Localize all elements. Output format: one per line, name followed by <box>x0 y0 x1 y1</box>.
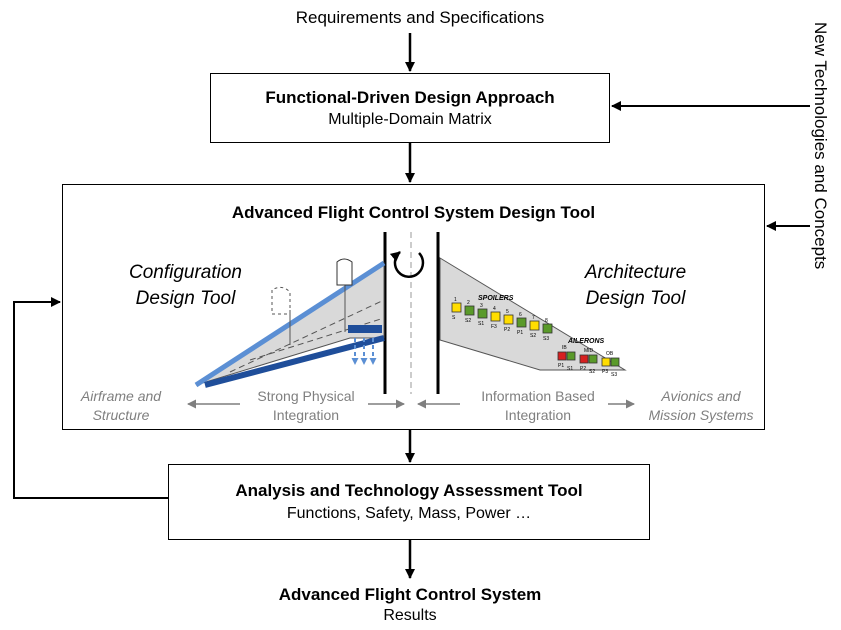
spoiler-code: S3 <box>543 336 549 342</box>
left-wing-illustration <box>194 258 386 388</box>
configuration-design-tool-label: Configuration Design Tool <box>128 262 243 309</box>
spoiler-panel <box>542 323 553 334</box>
spoiler-number: 1 <box>454 297 457 303</box>
functional-design-subtitle: Multiple-Domain Matrix <box>328 111 492 128</box>
aileron-code: S3 <box>611 372 617 378</box>
aileron-label: OB <box>606 351 614 357</box>
aileron-panel <box>557 351 567 361</box>
functional-design-title: Functional-Driven Design Approach <box>265 88 555 107</box>
spoiler-number: 2 <box>467 300 470 306</box>
spoiler-panel <box>490 311 501 322</box>
spoiler-number: 4 <box>493 306 496 312</box>
aileron-label: IB <box>562 345 567 351</box>
spoiler-panel <box>451 302 462 313</box>
aileron-panel <box>610 357 620 367</box>
spoiler-panel <box>464 305 475 316</box>
aileron-code: P2 <box>580 366 586 372</box>
spoiler-panel <box>529 320 540 331</box>
analysis-tool-title: Analysis and Technology Assessment Tool <box>235 481 583 500</box>
information-integration-label: Information Based Integration <box>481 388 595 423</box>
aileron-panel <box>579 354 589 364</box>
strong-physical-integration-label: Strong Physical Integration <box>257 388 355 423</box>
spoilers-label: SPOILERS <box>478 295 514 302</box>
design-tool-title: Advanced Flight Control System Design To… <box>231 203 596 222</box>
spoiler-panel <box>503 314 514 325</box>
aileron-label: MID <box>584 348 594 354</box>
spoiler-code: S2 <box>530 333 536 339</box>
analysis-tool-subtitle: Functions, Safety, Mass, Power … <box>286 505 532 522</box>
output-subtitle: Results <box>383 607 437 624</box>
spoiler-number: 5 <box>506 309 509 315</box>
spoiler-code: S1 <box>478 321 484 327</box>
spoiler-number: 7 <box>532 315 535 321</box>
airframe-structure-label: Airframe and Structure <box>80 388 162 423</box>
aileron-code: P3 <box>602 369 608 375</box>
requirements-label: Requirements and Specifications <box>295 8 545 27</box>
aileron-code: P1 <box>558 363 564 369</box>
spoiler-number: 8 <box>545 318 548 324</box>
spoiler-number: 6 <box>519 312 522 318</box>
ailerons-label: AILERONS <box>567 338 605 345</box>
avionics-mission-label: Avionics and Mission Systems <box>648 388 754 423</box>
spoiler-code: S2 <box>465 318 471 324</box>
spoiler-panel <box>516 317 527 328</box>
spoiler-code: P2 <box>504 327 510 333</box>
aileron-panel <box>601 357 611 367</box>
architecture-design-tool-label: Architecture Design Tool <box>584 262 687 309</box>
feedback-loop-arrow <box>13 297 168 499</box>
aileron-panel <box>566 351 576 361</box>
spoiler-panel <box>477 308 488 319</box>
output-title: Advanced Flight Control System <box>278 585 542 604</box>
aileron-code: S2 <box>589 369 595 375</box>
design-tool-box: Advanced Flight Control System Design To… <box>62 184 765 430</box>
aileron-panel <box>588 354 598 364</box>
spoiler-code: S <box>452 315 456 321</box>
rotation-icon <box>389 251 425 278</box>
spoiler-code: P1 <box>517 330 523 336</box>
analysis-tool-box: Analysis and Technology Assessment Tool … <box>168 464 650 540</box>
spoiler-code: F3 <box>491 324 497 330</box>
aileron-code: S1 <box>567 366 573 372</box>
spoiler-number: 3 <box>480 303 483 309</box>
functional-design-box: Functional-Driven Design Approach Multip… <box>210 73 610 143</box>
